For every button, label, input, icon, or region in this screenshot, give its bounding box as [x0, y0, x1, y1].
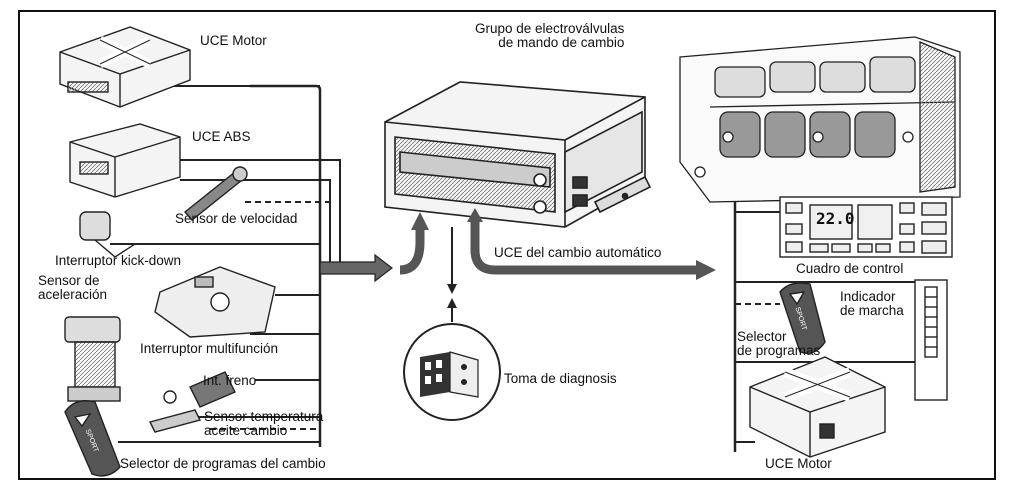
- label-indicador-marcha: Indicador de marcha: [840, 289, 904, 318]
- diagnosis-connector: [403, 323, 501, 421]
- indicador-marcha-device: [914, 279, 948, 401]
- uce-motor-top-device: [59, 26, 191, 108]
- selector-cambio-device: [64, 400, 121, 477]
- label-toma-diagnosis: Toma de diagnosis: [504, 371, 617, 386]
- selector-programas-right-device: [779, 282, 826, 354]
- sensor-temp-device: [148, 409, 202, 433]
- label-selector-programas: Selector de programas: [737, 329, 821, 358]
- label-cuadro-control: Cuadro de control: [796, 261, 904, 276]
- left-arrow: [319, 212, 429, 283]
- ecu-arrows: [447, 208, 716, 322]
- uce-motor-bottom-device: [749, 356, 886, 458]
- kickdown-device: [79, 211, 136, 258]
- label-selector-cambio: Selector de programas del cambio: [120, 456, 326, 471]
- right-bus: [733, 172, 752, 452]
- diagram-frame: UCE Motor UCE ABS Sensor de velocidad In…: [18, 10, 996, 480]
- label-multifuncion: Interruptor multifunción: [140, 341, 279, 356]
- label-int-freno: Int. freno: [203, 373, 257, 388]
- label-sensor-aceleracion: Sensor de aceleración: [38, 273, 108, 302]
- uce-cambio-unit: [384, 81, 652, 228]
- electrovalvulas-block: [679, 36, 961, 203]
- multifuncion-device: [154, 266, 276, 338]
- label-uce-cambio: UCE del cambio automático: [494, 245, 662, 260]
- sensor-aceleracion-device: [64, 316, 121, 402]
- label-kickdown: Interruptor kick-down: [55, 253, 182, 268]
- label-uce-motor-bottom: UCE Motor: [765, 456, 832, 471]
- cuadro-control-panel: [779, 196, 953, 258]
- sensor-velocidad-device: [183, 166, 248, 221]
- int-freno-device: [163, 371, 236, 408]
- diagram-drawing: [59, 26, 961, 477]
- control-panel-display: 22.0: [816, 209, 855, 228]
- uce-abs-device: [69, 123, 181, 198]
- label-sensor-temp: Sensor temperatura aceite cambio: [204, 409, 324, 438]
- label-electrovalvulas: Grupo de electroválvulas de mando de cam…: [475, 21, 625, 50]
- label-uce-abs: UCE ABS: [192, 129, 251, 144]
- label-uce-motor-top: UCE Motor: [200, 33, 267, 48]
- label-sensor-velocidad: Sensor de velocidad: [175, 211, 298, 226]
- left-bus: [250, 84, 322, 447]
